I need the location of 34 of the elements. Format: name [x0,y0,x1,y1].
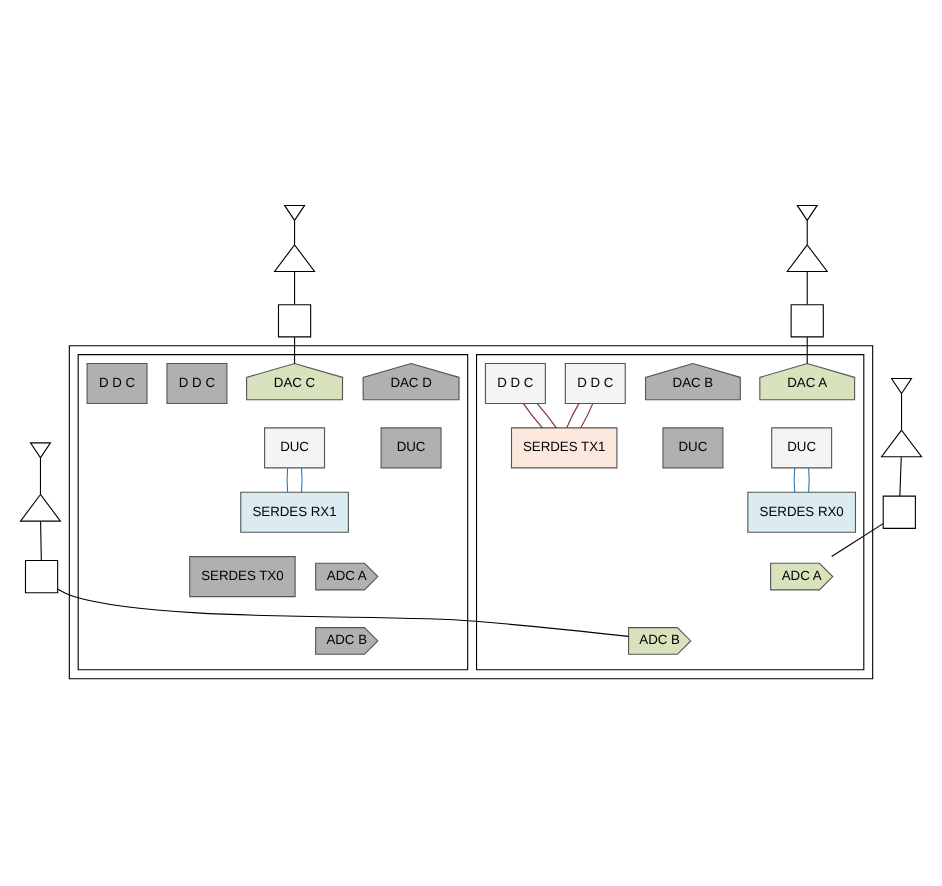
connector [286,466,289,492]
connector [806,269,808,305]
connector [294,335,296,364]
connector [793,466,796,492]
connector [57,587,630,636]
connector [566,402,580,428]
connector [806,219,808,245]
connector [900,392,903,430]
cluster [77,353,469,670]
connector [294,269,296,305]
connector [806,335,808,364]
connector [899,455,902,496]
connector [300,466,303,492]
connector [580,402,594,428]
connector [40,519,42,560]
node-antenna [29,441,52,458]
connector [294,219,296,245]
node-box [882,494,916,528]
connector [39,456,42,494]
node-box [277,303,312,337]
node-antenna [283,203,306,221]
cluster [476,353,865,670]
node-box [790,303,824,337]
node-triangle [786,242,829,271]
node-antenna [796,203,819,221]
node-antenna [890,376,913,394]
node-triangle [880,428,923,457]
cluster [68,344,874,679]
node-triangle [273,242,316,271]
connector [536,402,557,428]
node-triangle [19,492,62,521]
node-box [24,558,59,593]
connector [808,466,810,492]
connector [522,402,543,428]
